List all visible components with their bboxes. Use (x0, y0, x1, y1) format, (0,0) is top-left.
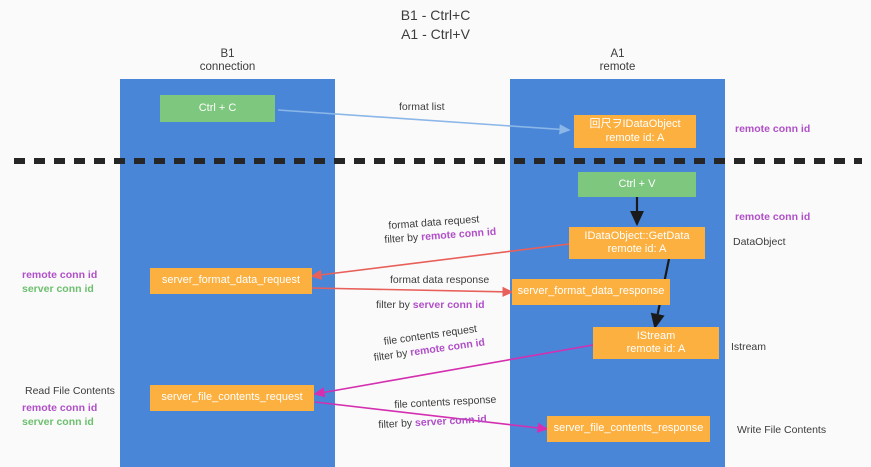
filter-prefix: filter by (376, 299, 413, 311)
arrow-format-data-request (310, 243, 570, 280)
node-ctrl-v[interactable]: Ctrl + V (578, 172, 696, 197)
node-getdata-remote-id: remote id: A (607, 243, 667, 255)
node-server-format-data-response[interactable]: server_format_data_response (512, 279, 670, 305)
edge-label-format-data-response: format data response (390, 274, 489, 287)
column-header-b1-subtitle: connection (199, 61, 256, 73)
node-server-file-contents-response-label: server_file_contents_response (553, 422, 704, 435)
node-server-format-data-request[interactable]: server_format_data_request (150, 268, 312, 294)
right-label-write-file-contents: Write File Contents (737, 424, 827, 436)
right-label-remote-conn-id-mid: remote conn id (735, 211, 811, 223)
right-label-dataobject: DataObject (733, 236, 786, 248)
node-istream-title: IStream (636, 329, 676, 342)
node-istream[interactable]: IStream remote id: A (593, 327, 719, 359)
edge-label-format-data-response-text: format data response (390, 274, 490, 286)
left-label-bottom-server: server conn id (22, 415, 94, 428)
left-label-mid-remote: remote conn id (22, 269, 98, 281)
column-header-a1: A1 remote (510, 48, 725, 74)
node-server-file-contents-request-label: server_file_contents_request (161, 391, 303, 404)
filter-prefix: filter by (378, 417, 416, 431)
page-title: B1 - Ctrl+C A1 - Ctrl+V (0, 6, 871, 44)
filter-key-server-conn-id: server conn id (412, 299, 485, 311)
node-server-format-data-response-label: server_format_data_response (517, 285, 665, 298)
arrow-file-contents-response (314, 401, 549, 433)
left-label-bottom-remote: remote conn id (22, 402, 98, 414)
node-server-format-data-request-label: server_format_data_request (161, 274, 301, 287)
node-istream-remote-id: remote id: A (626, 343, 686, 355)
node-getdata-title: IDataObject::GetData (584, 229, 690, 242)
title-line-1: B1 - Ctrl+C (400, 7, 471, 23)
left-label-mid-server: server conn id (22, 282, 94, 295)
node-ctrl-c-label: Ctrl + C (198, 101, 237, 114)
arrow-format-list (277, 109, 571, 135)
column-header-a1-name: A1 (610, 48, 625, 60)
node-ctrl-c[interactable]: Ctrl + C (160, 95, 275, 122)
filter-key-server-conn-id: server conn id (414, 413, 488, 430)
left-label-conn-ids-bottom: remote conn id server conn id (22, 402, 97, 429)
left-label-read-file-contents: Read File Contents (25, 385, 115, 397)
right-label-istream: Istream (731, 341, 767, 353)
filter-prefix: filter by (384, 231, 422, 246)
node-idataobject-remote-id: remote id: A (605, 131, 665, 144)
title-line-2: A1 - Ctrl+V (401, 26, 470, 42)
left-label-conn-ids-mid: remote conn id server conn id (22, 269, 97, 296)
column-header-b1-name: B1 (220, 48, 235, 60)
arrow-file-contents-request (313, 344, 594, 398)
arrow-format-data-response (311, 286, 514, 297)
node-ctrl-v-label: Ctrl + V (618, 177, 656, 190)
edge-label-format-list: format list (399, 101, 445, 113)
node-server-file-contents-response[interactable]: server_file_contents_response (547, 416, 710, 442)
right-label-remote-conn-id-top: remote conn id (735, 123, 811, 135)
node-idataobject-title: 回尺ヲIDataObject (589, 118, 681, 130)
edge-label-format-data-response-filter: filter by server conn id (376, 299, 485, 312)
node-getdata[interactable]: IDataObject::GetData remote id: A (569, 227, 705, 259)
node-idataobject[interactable]: 回尺ヲIDataObject remote id: A (574, 115, 696, 148)
node-server-file-contents-request[interactable]: server_file_contents_request (150, 385, 314, 411)
column-header-a1-subtitle: remote (599, 61, 636, 73)
column-header-b1: B1 connection (120, 48, 335, 74)
